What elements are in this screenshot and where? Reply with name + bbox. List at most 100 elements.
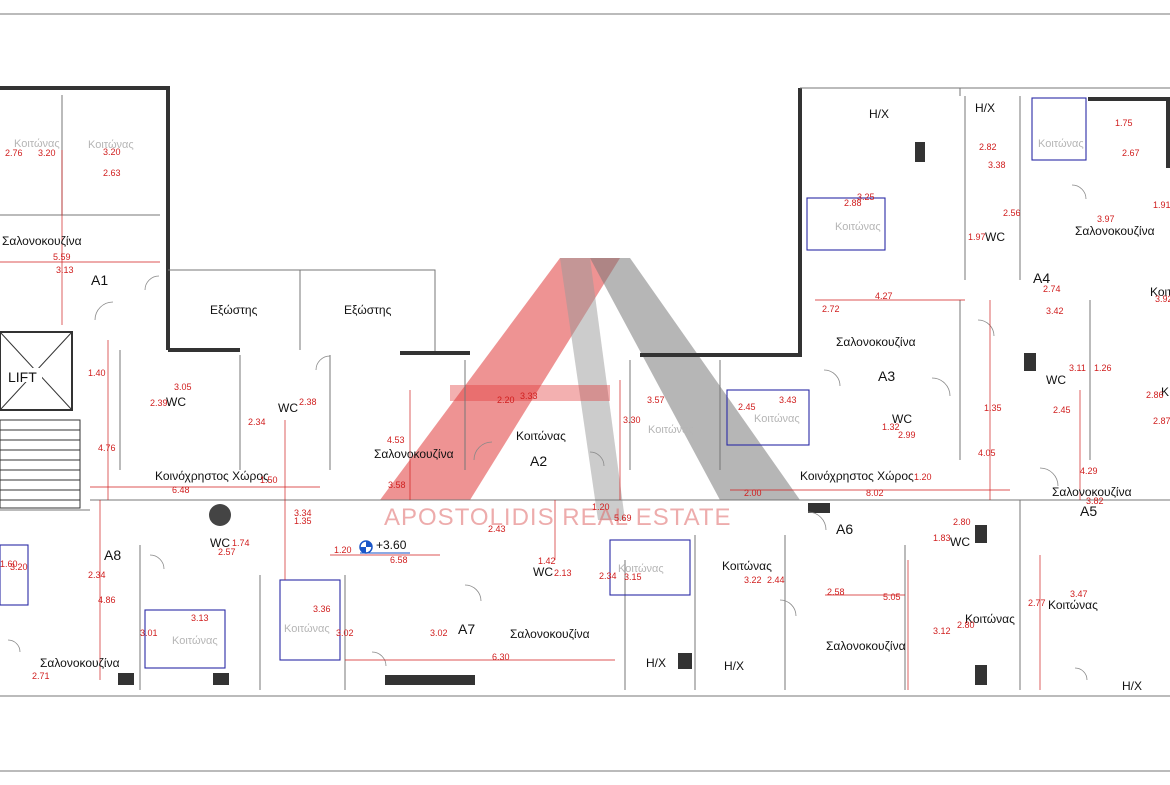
bedroom-label: Κοιτώνας [516,429,566,443]
watermark-center-stroke [560,258,625,520]
dimension-label: 3.58 [388,480,406,490]
unit-label-a1: A1 [91,272,108,288]
dimension-label: 3.25 [857,192,875,202]
bedroom-label: Κοιτώνας [1048,598,1098,612]
ghost-label: Κοιτώνας [14,138,60,150]
dimension-label: 4.76 [98,443,116,453]
dimension-label: 2.20 [497,395,515,405]
dimension-label: 2.87 [1153,416,1170,426]
hx-label: H/X [646,656,666,670]
dimension-label: 3.20 [38,148,56,158]
shaft-circle [209,504,231,526]
dimension-label: 3.43 [779,395,797,405]
ghost-label: Κοιτώνας [88,139,134,151]
dimension-label: 2.34 [599,571,617,581]
dimension-label: 3.11 [1069,363,1086,373]
dimension-label: 2.82 [979,142,997,152]
dimension-label: 2.45 [1053,405,1071,415]
wc-label: WC [892,412,912,426]
bedroom-label-cut: Κοιτ [1150,285,1170,299]
living-kitchen-label: Σαλονοκουζίνα [2,234,82,248]
level-value: +3.60 [376,538,407,552]
dimension-label: 3.02 [336,628,354,638]
unit-label-a8: A8 [104,547,121,563]
dimension-label: 3.57 [647,395,665,405]
unit-label-a6: A6 [836,521,853,537]
living-kitchen-label: Σαλονοκουζίνα [40,656,120,670]
living-kitchen-label: Σαλονοκουζίνα [510,627,590,641]
dimension-label: 1.50 [260,475,278,485]
dimension-label: 2.34 [88,570,106,580]
wc-label: WC [950,535,970,549]
dimension-label: 3.05 [174,382,192,392]
ghost-label: Κοιτώνας [618,563,664,575]
staircase [0,419,81,509]
ghost-label: Κοιτώνας [754,413,800,425]
dimension-label: 2.88 [844,198,862,208]
dimension-label: 3.36 [313,604,331,614]
dimension-lines [0,150,1081,690]
dimension-label: 3.34 [294,508,312,518]
dimension-label: 3.22 [744,575,762,585]
living-kitchen-label: Σαλονοκουζίνα [1052,485,1132,499]
dimension-label: 2.39 [150,398,168,408]
bedroom-label: Κοιτώνας [965,612,1015,626]
dimension-label: 1.74 [232,538,250,548]
dimension-label: 3.82 [1086,496,1104,506]
hx-label: H/X [1122,679,1142,693]
dimension-label: 2.67 [1122,148,1140,158]
wc-label: WC [1046,373,1066,387]
wc-label: WC [210,536,230,550]
common-area-label: Κοινόχρηστος Χώρος [155,469,269,483]
dimension-label: 4.29 [1080,466,1098,476]
bedroom-label: Κοιτώνας [284,623,330,635]
dimension-label: 5.69 [614,513,632,523]
dimension-label: 1.83 [933,533,951,543]
watermark-red-leg [380,258,620,500]
dimension-label: 5.59 [53,252,71,262]
dimension-label: 2.77 [1028,598,1046,608]
unit-label-a5: A5 [1080,503,1097,519]
dimension-label: 3.42 [1046,306,1064,316]
dimension-label: 4.05 [978,448,996,458]
balcony-label: Εξώστης [344,303,392,317]
dimension-label: 3.13 [56,265,74,275]
unit-label-a3: A3 [878,368,895,384]
bed-outlines [0,97,1087,669]
dimension-label: 2.58 [827,587,845,597]
doors [7,184,1088,681]
lift-label: LIFT [8,369,37,385]
bedroom-label-cut: Κ [1161,385,1169,399]
dimension-label: 1.40 [88,368,106,378]
dimension-label: 2.57 [218,547,236,557]
common-area-label: Κοινόχρηστος Χώρος [800,469,914,483]
dimension-label: 2.80 [953,517,971,527]
dimension-label: 1.20 [914,472,932,482]
level-marker [359,540,410,554]
dimension-label: 6.30 [492,652,510,662]
hx-label: H/X [975,101,995,115]
dimension-label: 3.01 [140,628,158,638]
dimension-label: 1.42 [538,556,556,566]
dimension-label: 2.34 [248,417,266,427]
dimension-label: 2.43 [488,524,506,534]
watermark-crossbar [450,385,610,401]
lift-shaft [0,331,73,411]
dimension-label: 2.86 [1146,390,1164,400]
watermark-gray-leg [590,258,800,500]
dimension-label: 2.45 [738,402,756,412]
dimension-label: 6.58 [390,555,408,565]
dimension-label: 2.00 [744,488,762,498]
dimension-label: 4.27 [875,291,893,301]
balcony-label: Εξώστης [210,303,258,317]
dimension-label: 3.15 [624,572,642,582]
wc-label: WC [166,395,186,409]
dimension-label: 3.33 [520,391,538,401]
dimension-label: 2.63 [103,168,121,178]
ghost-label: Κοιτώνας [1038,138,1084,150]
dimension-label: 3.30 [623,415,641,425]
dimension-label: 3.97 [1097,214,1115,224]
dimension-label: 1.97 [968,232,986,242]
dimension-label: 2.38 [299,397,317,407]
